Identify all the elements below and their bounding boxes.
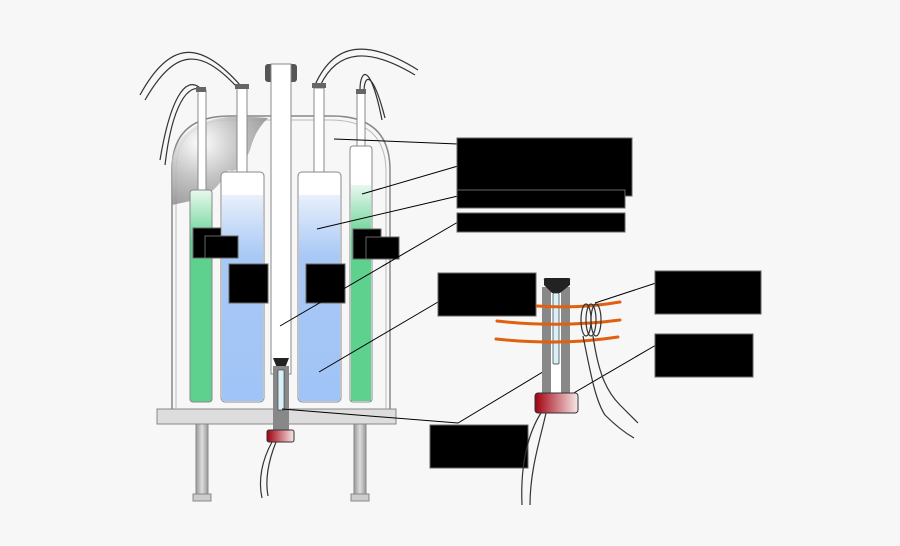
label-box xyxy=(456,212,626,233)
right-blue-column xyxy=(297,83,342,403)
gas-tubes xyxy=(139,48,419,166)
leader-lines xyxy=(279,138,657,424)
label-box xyxy=(365,236,400,260)
label-box xyxy=(456,189,626,209)
label-box xyxy=(456,137,633,197)
label-box xyxy=(228,263,269,304)
label-box xyxy=(204,235,239,259)
label-box xyxy=(429,424,529,469)
label-box xyxy=(654,333,754,378)
label-box xyxy=(437,272,537,317)
label-box xyxy=(305,263,346,304)
label-box xyxy=(654,270,762,315)
central-tube xyxy=(259,63,297,499)
thermocouple-coil xyxy=(580,303,639,439)
heating-coil xyxy=(494,300,622,344)
